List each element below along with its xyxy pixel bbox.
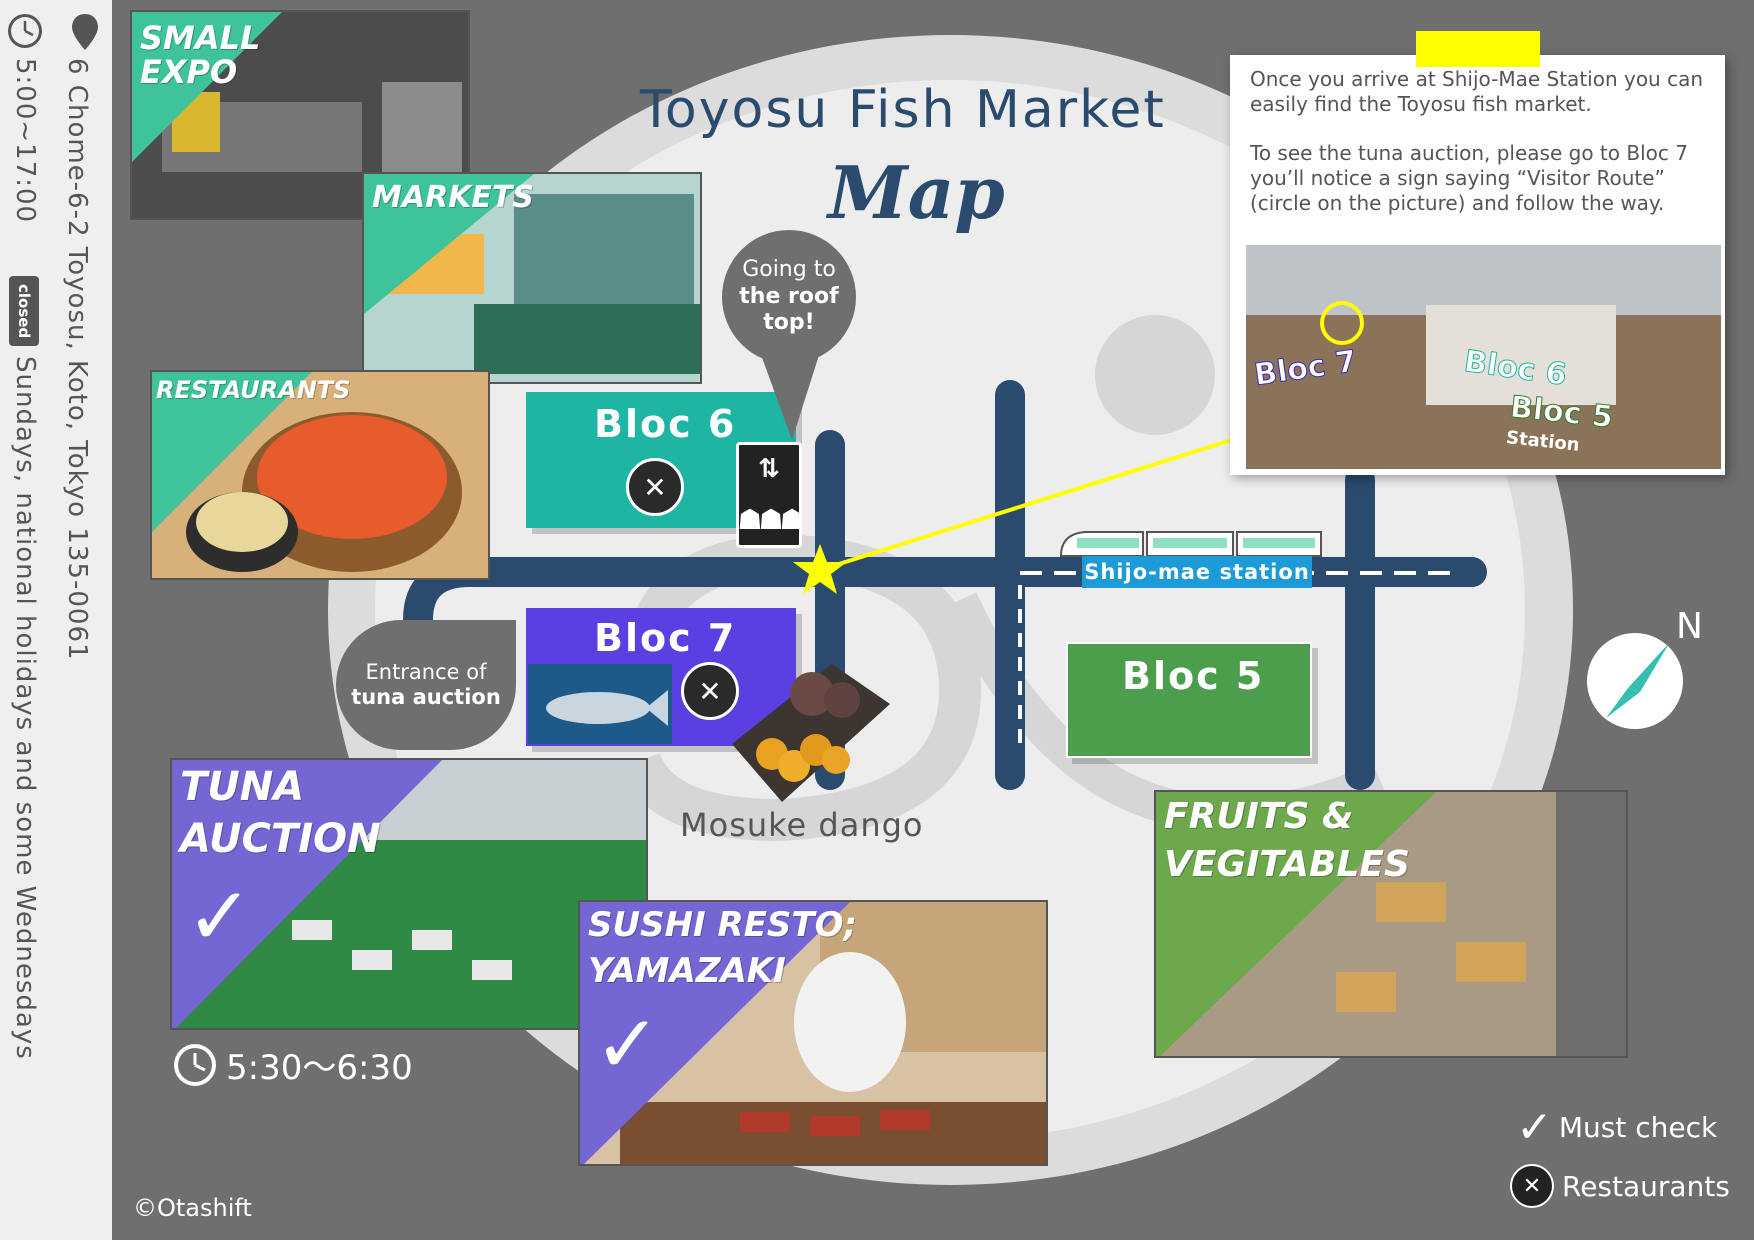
- clock-icon: [8, 14, 42, 48]
- bloc-7[interactable]: Bloc 7 ✕: [526, 608, 796, 746]
- markets-photo[interactable]: MARKETS: [362, 172, 702, 384]
- legend-must-check: ✓ Must check: [1516, 1102, 1717, 1153]
- restaurants-label: RESTAURANTS: [156, 376, 351, 404]
- roof-pin-line1: Going to: [742, 257, 836, 283]
- info-paragraph-1: Once you arrive at Shijo-Mae Station you…: [1250, 67, 1704, 116]
- bloc-5-label: Bloc 5: [1122, 654, 1265, 698]
- fruits-vegitables-label-2: VEGITABLES: [1164, 844, 1410, 885]
- closed-days-text: Sundays, national holidays and some Wedn…: [10, 356, 40, 1060]
- location-pin-icon: [72, 14, 98, 50]
- station-photo: Bloc 7 Bloc 6 Bloc 5 Station: [1246, 245, 1721, 469]
- restaurant-icon: ✕: [626, 458, 684, 516]
- entrance-pin: Entrance of tuna auction: [336, 620, 516, 750]
- small-expo-tag: [132, 12, 282, 162]
- address-text: 6 Chome-6-2 Toyosu, Koto, Tokyo 135-0061: [62, 58, 92, 661]
- highlight-bar: [1416, 31, 1540, 67]
- bloc-5[interactable]: Bloc 5: [1066, 642, 1312, 758]
- entrance-pin-line1: Entrance of: [365, 659, 487, 684]
- elevator-icon: ⇅ ☗☗☗: [736, 442, 805, 548]
- tuna-auction-label-1: TUNA: [180, 764, 305, 810]
- legend-restaurants: ✕ Restaurants: [1510, 1164, 1730, 1208]
- sushi-resto-label-1: SUSHI RESTO;: [588, 905, 858, 945]
- info-sidebar: 6 Chome-6-2 Toyosu, Koto, Tokyo 135-0061…: [0, 0, 112, 1240]
- sushi-resto-label-2: YAMAZAKI: [588, 951, 786, 991]
- info-card: Once you arrive at Shijo-Mae Station you…: [1230, 31, 1725, 475]
- bloc-6-label: Bloc 6: [594, 402, 737, 446]
- roof-pin-line2: the roof: [739, 283, 839, 309]
- copyright: ©Otashift: [133, 1194, 252, 1222]
- clock-icon: [174, 1043, 216, 1086]
- small-expo-label: SMALL EXPO: [140, 19, 261, 91]
- must-check-icon: ✓: [594, 998, 662, 1091]
- train-icon: [1059, 531, 1322, 557]
- roof-pin-line3: top!: [763, 310, 815, 336]
- opening-hours: 5:00~17:00: [10, 58, 40, 224]
- tuna-auction-tag: [172, 760, 442, 1028]
- fruits-vegitables-photo[interactable]: FRUITS & VEGITABLES: [1154, 790, 1628, 1058]
- station-label: Shijo-mae station: [1082, 556, 1312, 588]
- fruits-vegitables-tag: [1156, 792, 1436, 1056]
- station-photo-image: [1246, 245, 1721, 469]
- checkmark-icon: ✓: [1516, 1102, 1553, 1153]
- tuna-auction-label-2: AUCTION: [180, 816, 381, 862]
- tuna-photo: [528, 664, 672, 744]
- fruits-vegitables-label-1: FRUITS &: [1164, 796, 1354, 837]
- fruits-vegitables-image: [1156, 792, 1626, 1056]
- roof-top-pin: Going to the roof top!: [722, 230, 856, 364]
- dango-photo: [732, 664, 890, 802]
- roof-pin-tail: [760, 352, 820, 440]
- tuna-auction-time-text: 5:30〜6:30: [226, 1048, 413, 1088]
- tuna-auction-photo[interactable]: TUNA AUCTION ✓: [170, 758, 648, 1030]
- info-paragraph-2: To see the tuna auction, please go to Bl…: [1250, 141, 1688, 215]
- markets-tag: [364, 174, 534, 314]
- bloc-7-label: Bloc 7: [594, 616, 737, 660]
- map-title: Toyosu Fish Market: [640, 80, 1166, 140]
- sushi-resto-photo[interactable]: SUSHI RESTO; YAMAZAKI ✓: [578, 900, 1048, 1166]
- map-subtitle: Map: [828, 150, 1005, 235]
- restaurant-icon: ✕: [1510, 1164, 1554, 1208]
- compass-icon: [1587, 633, 1683, 729]
- must-check-icon: ✓: [186, 870, 254, 963]
- restaurant-icon: ✕: [681, 662, 739, 720]
- markets-label: MARKETS: [372, 180, 534, 215]
- legend-restaurants-label: Restaurants: [1562, 1169, 1730, 1203]
- entrance-pin-line2: tuna auction: [351, 685, 501, 709]
- dango-caption: Mosuke dango: [680, 806, 924, 844]
- restaurants-photo[interactable]: RESTAURANTS: [150, 370, 490, 580]
- legend-must-check-label: Must check: [1558, 1111, 1718, 1144]
- sushi-resto-tag: [580, 902, 850, 1164]
- compass-north-label: N: [1676, 606, 1703, 647]
- closed-badge: closed: [9, 276, 39, 346]
- tuna-auction-time: 5:30〜6:30: [172, 1040, 413, 1089]
- restaurants-tag: [152, 372, 312, 532]
